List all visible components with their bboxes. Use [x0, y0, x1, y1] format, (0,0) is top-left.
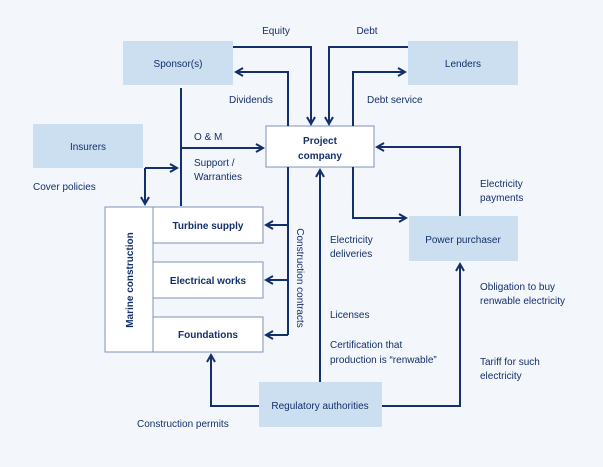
electricity-payments-arrow	[374, 142, 461, 216]
foundations-box	[152, 316, 264, 353]
turbine-supply-box	[152, 206, 264, 244]
certification-label-1: Certification that	[330, 340, 402, 351]
debt-label: Debt	[356, 26, 377, 37]
project-company-label-1: Project	[303, 136, 338, 147]
lenders-box	[408, 41, 518, 85]
electrical-works-box	[152, 261, 264, 299]
tariff-label-2: electricity	[480, 371, 522, 382]
tariff-label-1: Tariff for such	[480, 357, 540, 368]
electricity-payments-label-1: Electricity	[480, 179, 523, 190]
electricity-deliveries-label-1: Electricity	[330, 235, 373, 246]
project-company-box	[265, 125, 375, 168]
power-purchaser-label: Power purchaser	[425, 235, 501, 246]
regulatory-authorities-box	[259, 382, 382, 427]
insurers-box	[33, 124, 143, 168]
turbine-supply-label: Turbine supply	[173, 221, 244, 232]
marine-construction-label: Marine construction	[125, 232, 136, 328]
certification-label-2: production is “renwable”	[330, 355, 437, 366]
foundations-label: Foundations	[178, 330, 238, 341]
debt-service-arrow	[352, 67, 408, 126]
support-label-1: Support /	[194, 158, 235, 169]
lenders-label: Lenders	[445, 59, 481, 70]
debt-service-label: Debt service	[367, 95, 423, 106]
electricity-deliveries-label-2: deliveries	[330, 249, 372, 260]
obligation-label-1: Obligation to buy	[480, 282, 555, 293]
debt-arrow	[324, 46, 408, 127]
construction-contracts-label: Construction contracts	[294, 228, 305, 328]
support-label-2: Warranties	[194, 172, 242, 183]
project-company-label-2: company	[298, 151, 342, 162]
dividends-label: Dividends	[229, 95, 273, 106]
electricity-deliveries-arrow	[352, 167, 409, 223]
electricity-payments-label-2: payments	[480, 193, 523, 204]
equity-arrow	[233, 46, 316, 127]
insurers-label: Insurers	[70, 142, 106, 153]
equity-label: Equity	[262, 26, 290, 37]
licenses-label: Licenses	[330, 310, 369, 321]
regulatory-authorities-label: Regulatory authorities	[271, 401, 368, 412]
om-label: O & M	[194, 132, 222, 143]
cover-policies-label: Cover policies	[33, 182, 96, 193]
dividends-arrow	[233, 67, 289, 126]
electrical-works-label: Electrical works	[170, 276, 247, 287]
sponsors-label: Sponsor(s)	[154, 59, 203, 70]
construction-permits-arrow	[206, 352, 259, 407]
power-purchaser-box	[409, 216, 518, 261]
tariff-arrow	[382, 261, 465, 407]
sponsors-box	[123, 41, 233, 85]
construction-permits-label: Construction permits	[137, 419, 229, 430]
obligation-label-2: renwable electricity	[480, 296, 565, 307]
